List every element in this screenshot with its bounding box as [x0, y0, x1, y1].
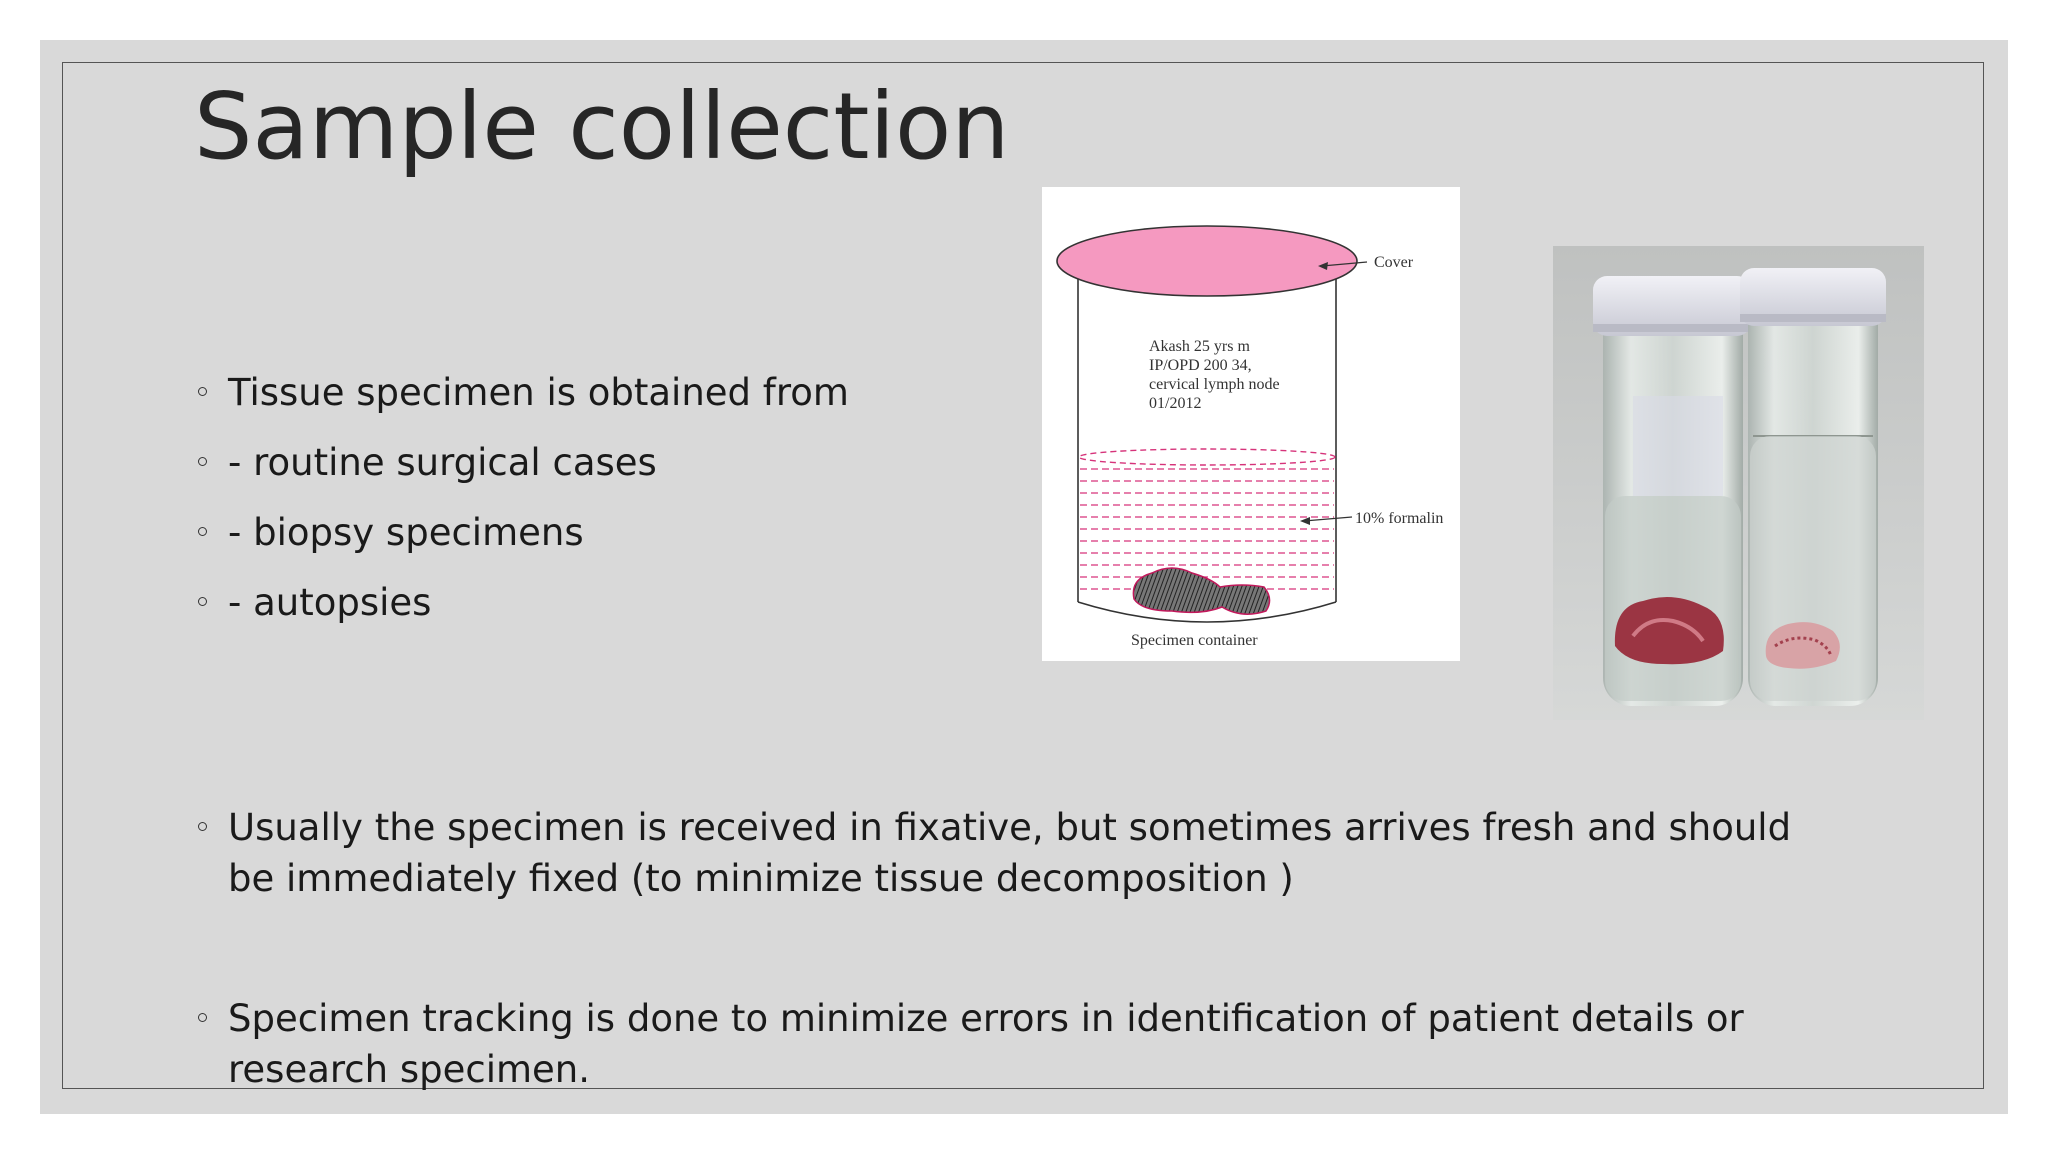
- bullet-circle-icon: [198, 597, 207, 606]
- bullet-item: - biopsy specimens: [198, 498, 849, 568]
- cover-label: Cover: [1374, 254, 1414, 271]
- label-line: cervical lymph node: [1149, 376, 1280, 393]
- paragraph-fixative: Usually the specimen is received in fixa…: [198, 802, 1848, 904]
- formalin-lines: [1078, 448, 1336, 590]
- slide: Sample collection Tissue specimen is obt…: [40, 40, 2008, 1114]
- slide-title: Sample collection: [194, 73, 1010, 180]
- bullet-circle-icon: [198, 822, 207, 831]
- label-line: 01/2012: [1149, 395, 1201, 412]
- specimen-jars-photo: [1553, 246, 1924, 720]
- specimen-container-diagram: Cover Akash 25 yrs m IP/OPD 200 34, cerv…: [1042, 187, 1460, 661]
- left-jar: [1593, 276, 1751, 706]
- bullet-item: - autopsies: [198, 568, 849, 638]
- paragraph-tracking: Specimen tracking is done to minimize er…: [198, 993, 1848, 1095]
- bullet-list: Tissue specimen is obtained from - routi…: [198, 358, 849, 638]
- label-line: Akash 25 yrs m: [1149, 338, 1250, 355]
- bullet-circle-icon: [198, 527, 207, 536]
- tissue-sample-shape: [1132, 567, 1271, 615]
- right-jar: [1740, 268, 1886, 706]
- bullet-item: Tissue specimen is obtained from: [198, 358, 849, 428]
- bullet-circle-icon: [198, 1013, 207, 1022]
- cover-lid-shape: [1056, 225, 1358, 297]
- bullet-circle-icon: [198, 457, 207, 466]
- formalin-label: 10% formalin: [1355, 510, 1443, 527]
- container-label: Specimen container: [1131, 632, 1258, 649]
- bullet-item: - routine surgical cases: [198, 428, 849, 498]
- label-line: IP/OPD 200 34,: [1149, 357, 1252, 374]
- slide-frame: [62, 62, 1984, 1089]
- bullet-circle-icon: [198, 387, 207, 396]
